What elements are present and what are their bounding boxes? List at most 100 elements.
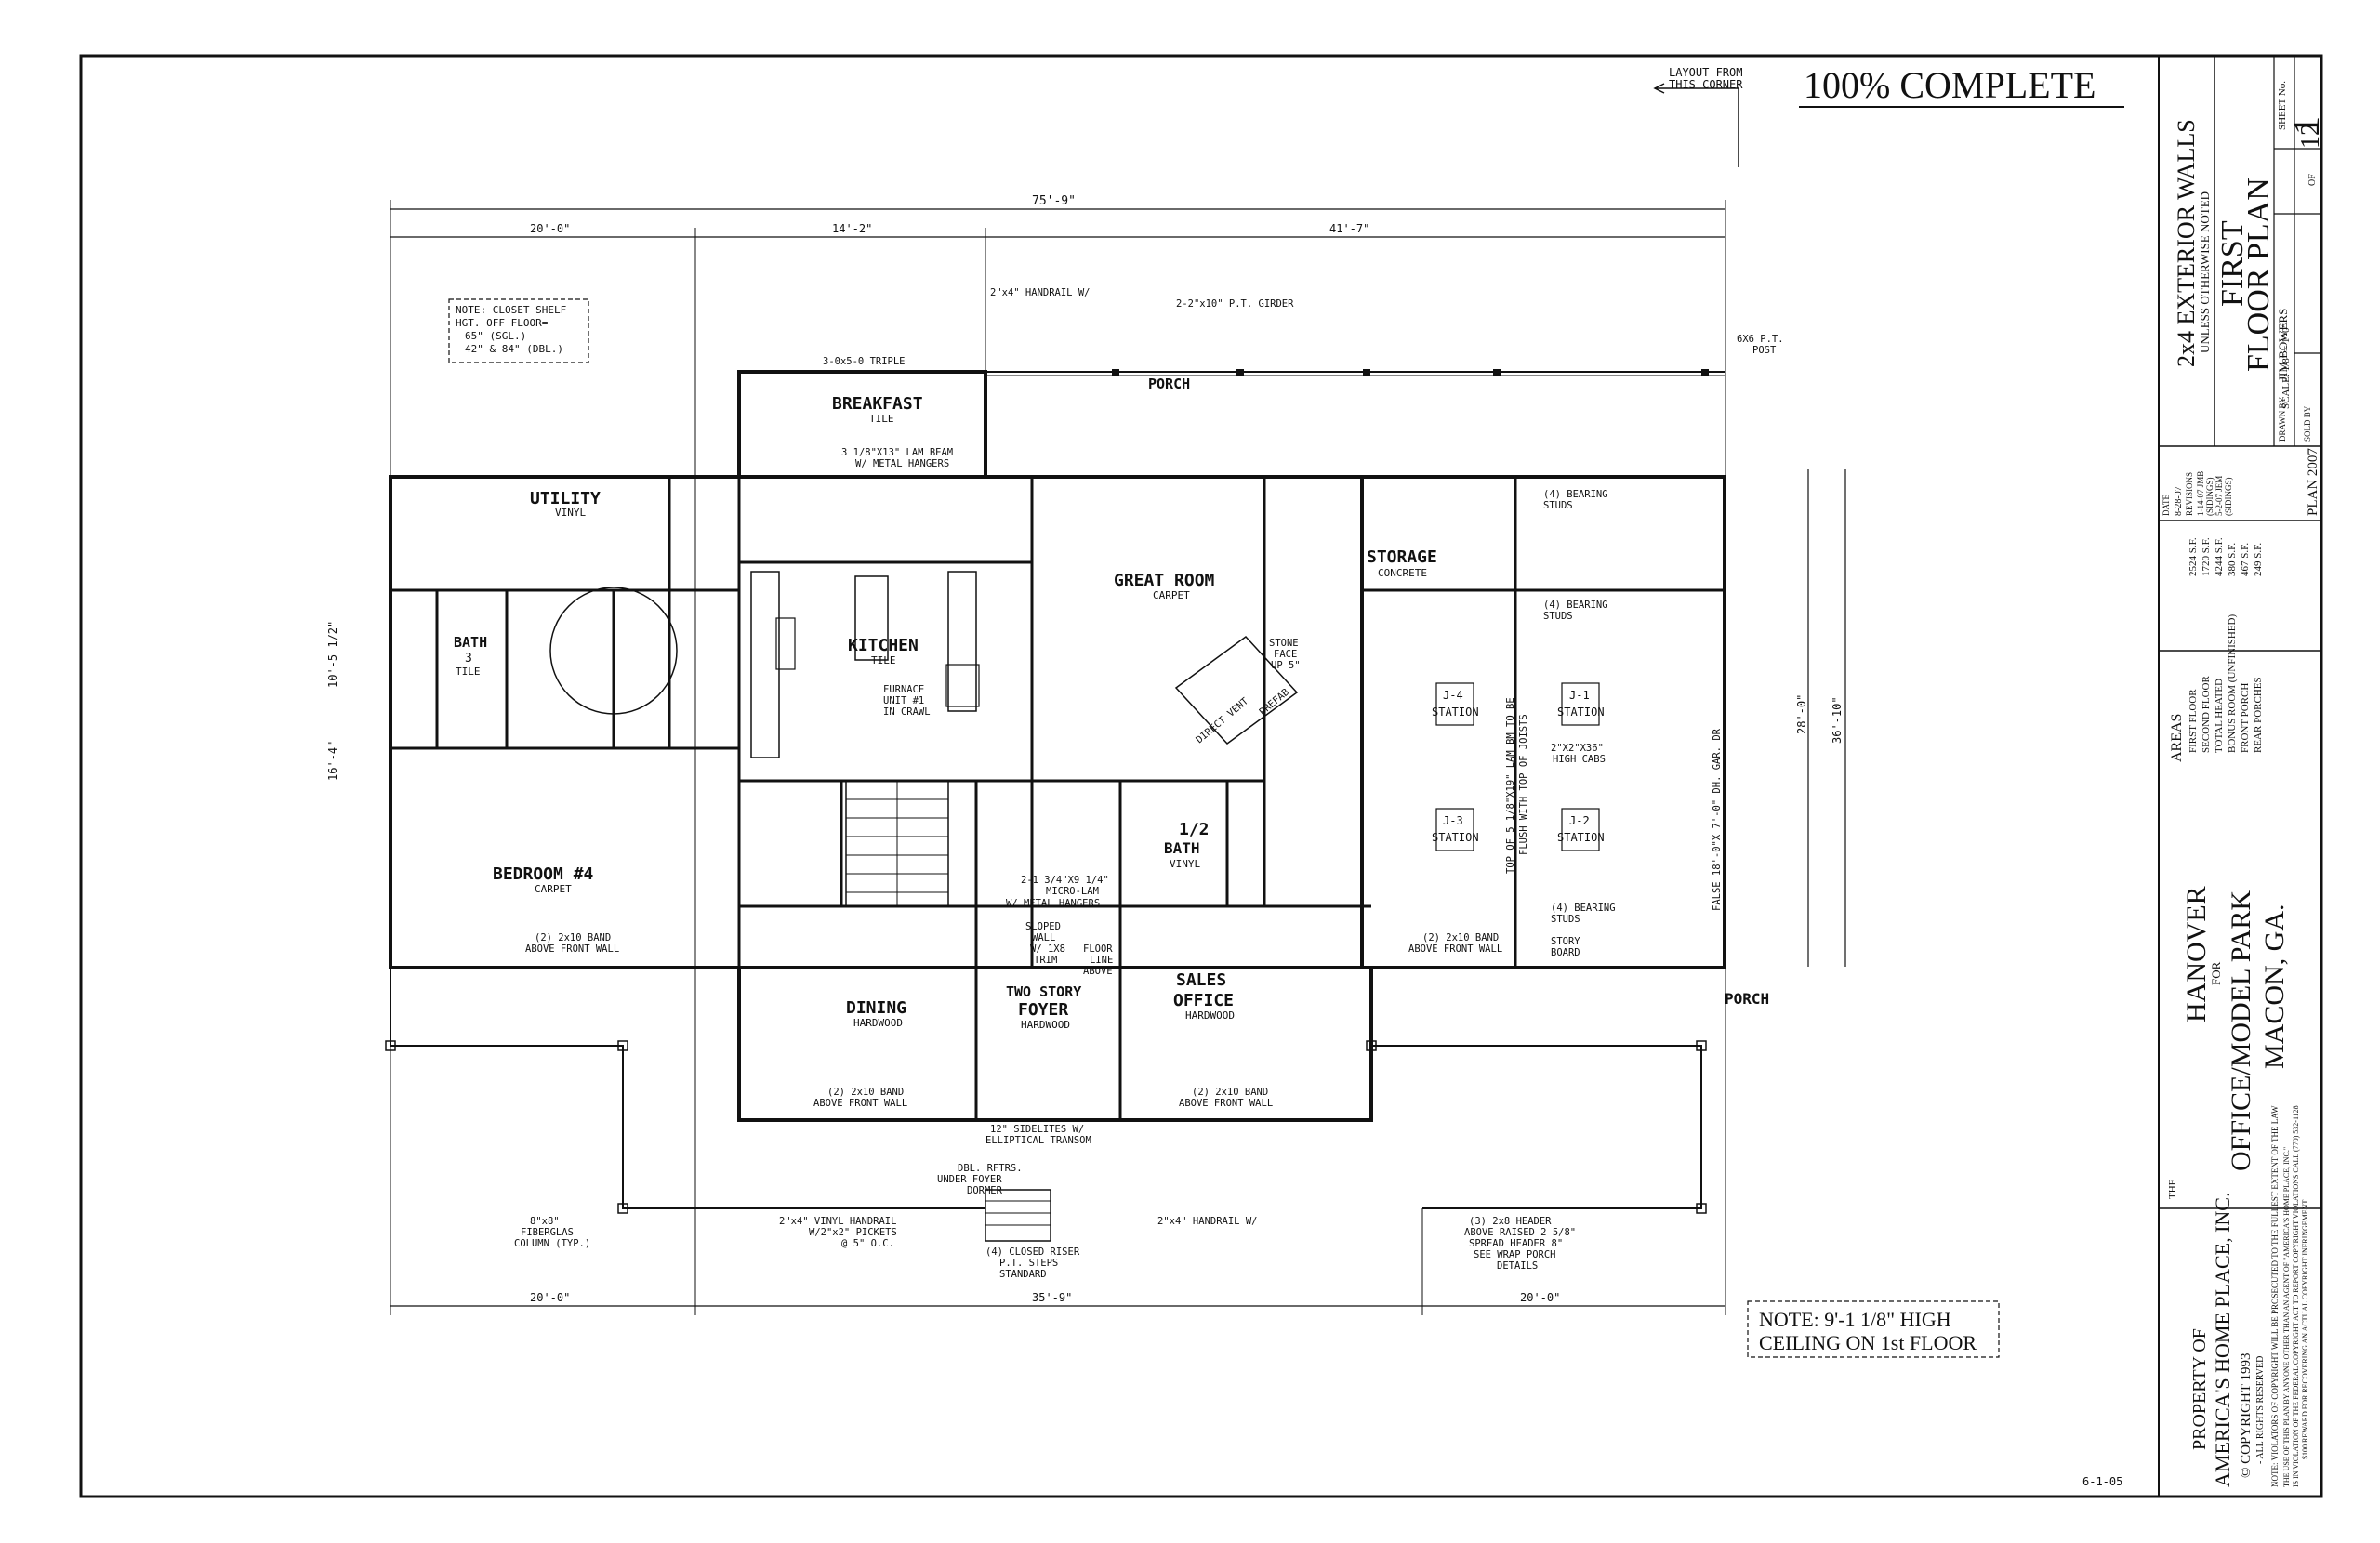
floor-dining: HARDWOOD <box>853 1017 903 1029</box>
station-j2-label: STATION <box>1557 831 1605 844</box>
note-header-5: DETAILS <box>1497 1260 1538 1272</box>
note-stone-face: STONE <box>1269 638 1299 649</box>
note-floor-line: FLOOR <box>1083 943 1113 955</box>
note-bearing-studs-b2: STUDS <box>1543 611 1573 622</box>
note-micro-lam: 2-1 3/4"X9 1/4" <box>1021 875 1109 886</box>
note-closed-riser: (4) CLOSED RISER <box>985 1246 1080 1258</box>
note-high-cabs-2: HIGH CABS <box>1553 754 1606 765</box>
tb-sheet-title-1: FIRST <box>2215 220 2250 307</box>
floor-half-bath: VINYL <box>1170 858 1200 870</box>
note-floor-line-2: LINE <box>1090 955 1113 966</box>
note-dbl-rftrs: DBL. RFTRS. <box>958 1163 1023 1174</box>
note-bearing-studs-c: (4) BEARING <box>1551 903 1616 914</box>
dim-left-b: 16'-4" <box>326 741 339 781</box>
dim-right-overall: 36'-10" <box>1831 696 1844 744</box>
station-j2-id: J-2 <box>1569 814 1590 827</box>
status-title: 100% COMPLETE <box>1804 64 2096 106</box>
station-j4-label: STATION <box>1432 706 1479 719</box>
tb-project-for: FOR <box>2209 961 2223 985</box>
tb-revisions-label: REVISIONS <box>2185 472 2194 516</box>
note-band-dining: (2) 2x10 BAND <box>827 1087 904 1098</box>
room-kitchen: KITCHEN <box>848 636 919 655</box>
note-sidelites: 12" SIDELITES W/ <box>990 1124 1084 1135</box>
room-foyer: TWO STORY <box>1006 983 1081 1000</box>
tb-legal-2: THE USE OF THIS PLAN BY ANYONE OTHER THA… <box>2282 1147 2291 1487</box>
tb-of-label: OF <box>2307 174 2318 186</box>
note-front-handrail: 2"x4" HANDRAIL W/ <box>1157 1216 1257 1227</box>
dim-bottom-right: 20'-0" <box>1520 1291 1560 1304</box>
tb-area-value-6: 249 S.F. <box>2253 543 2264 576</box>
room-breakfast: BREAKFAST <box>832 394 923 414</box>
note-sloped-wall-3: W/ 1X8 <box>1030 943 1065 955</box>
title-block-frame <box>2158 55 2322 1497</box>
tb-sold-by-label: SOLD BY <box>2303 405 2312 442</box>
room-bath3: BATH <box>454 634 487 651</box>
tb-property-of: PROPERTY OF <box>2189 1328 2210 1450</box>
tb-legal-1: NOTE: VIOLATORS OF COPYRIGHT WILL BE PRO… <box>2270 1105 2280 1487</box>
note-bearing-studs-b: (4) BEARING <box>1543 600 1608 611</box>
dim-top-left: 20'-0" <box>530 222 570 235</box>
tb-area-value-2: 1720 S.F. <box>2201 537 2212 576</box>
note-lam-bm: TOP OF 5 1/8"X19" LAM BM TO BE <box>1505 697 1516 874</box>
ceiling-note-box <box>1747 1300 2000 1358</box>
note-furnace-2: UNIT #1 <box>883 695 924 706</box>
tb-area-label-4: BONUS ROOM (UNFINISHED) <box>2227 614 2238 753</box>
note-fiberglas-2: FIBERGLAS <box>521 1227 574 1238</box>
floor-kitchen: TILE <box>871 654 896 666</box>
tb-plan-year: PLAN 2007 <box>2306 448 2320 516</box>
note-fiberglas: 8"x8" <box>530 1216 560 1227</box>
note-stone-face-3: UP 5" <box>1271 660 1301 671</box>
bath3-number: 3 <box>465 652 472 666</box>
room-bedroom4: BEDROOM #4 <box>493 864 594 884</box>
closet-note-4: 42" & 84" (DBL.) <box>465 343 563 355</box>
room-sales-office-2: OFFICE <box>1173 991 1234 1010</box>
room-dining: DINING <box>846 998 906 1018</box>
room-porch-top: PORCH <box>1148 376 1190 392</box>
note-floor-line-3: ABOVE <box>1083 966 1113 977</box>
closet-note-3: 65" (SGL.) <box>465 330 526 342</box>
revision-date: 6-1-05 <box>2082 1475 2122 1488</box>
tb-area-label-2: SECOND FLOOR <box>2201 676 2212 753</box>
tb-revision-2: (SIDINGS) <box>2205 477 2215 516</box>
note-band-storage-2: ABOVE FRONT WALL <box>1408 943 1502 955</box>
tb-area-label-6: REAR PORCHES <box>2253 677 2264 753</box>
station-j3-label: STATION <box>1432 831 1479 844</box>
tb-date: 8-28-07 <box>2174 486 2184 516</box>
dim-top-right: 41'-7" <box>1329 222 1369 235</box>
tb-drawn-by: JIM BOWERS <box>2276 309 2290 381</box>
ceiling-note-2: CEILING ON 1st FLOOR <box>1759 1331 1977 1354</box>
note-micro-lam-3: W/ METAL HANGERS <box>1006 898 1100 909</box>
floor-breakfast: TILE <box>869 413 894 425</box>
note-sloped-wall-4: TRIM <box>1034 955 1057 966</box>
note-girder: 2-2"x10" P.T. GIRDER <box>1176 298 1294 310</box>
closet-note-1: NOTE: CLOSET SHELF <box>456 304 566 316</box>
dim-bottom-left: 20'-0" <box>530 1291 570 1304</box>
dim-left-a: 10'-5 1/2" <box>326 621 339 688</box>
note-closed-riser-2: P.T. STEPS <box>999 1258 1058 1269</box>
note-band-dining-2: ABOVE FRONT WALL <box>813 1098 907 1109</box>
tb-area-label-1: FIRST FLOOR <box>2188 689 2199 753</box>
note-bearing-studs-c2: STUDS <box>1551 914 1580 925</box>
tb-drawn-by-label: DRAWN BY <box>2278 396 2287 442</box>
station-j4-id: J-4 <box>1443 689 1463 702</box>
tb-area-value-4: 380 S.F. <box>2227 543 2238 576</box>
note-sidelites-2: ELLIPTICAL TRANSOM <box>985 1135 1091 1146</box>
note-header-4: SEE WRAP PORCH <box>1474 1249 1556 1260</box>
tb-revision-4: (SIDINGS) <box>2224 477 2233 516</box>
tb-copyright: © COPYRIGHT 1993 <box>2239 1353 2254 1478</box>
tb-project-1: HANOVER <box>2181 886 2212 1022</box>
tb-revision-3: 5-2-07 JEM <box>2215 476 2224 516</box>
tb-date-label: DATE <box>2162 495 2171 516</box>
room-great-room: GREAT ROOM <box>1114 571 1215 590</box>
station-j1-label: STATION <box>1557 706 1605 719</box>
room-half-bath: 1/2 <box>1179 820 1210 839</box>
note-band-office: (2) 2x10 BAND <box>1192 1087 1268 1098</box>
note-band-bedroom: (2) 2x10 BAND <box>535 932 611 943</box>
note-band-storage: (2) 2x10 BAND <box>1422 932 1499 943</box>
note-header: (3) 2x8 HEADER <box>1469 1216 1552 1227</box>
layout-note-1: LAYOUT FROM <box>1669 66 1742 79</box>
note-sloped-wall-2: WALL <box>1032 932 1055 943</box>
dim-bottom-middle: 35'-9" <box>1032 1291 1072 1304</box>
note-furnace-3: IN CRAWL <box>883 706 931 718</box>
station-j1-id: J-1 <box>1569 689 1590 702</box>
